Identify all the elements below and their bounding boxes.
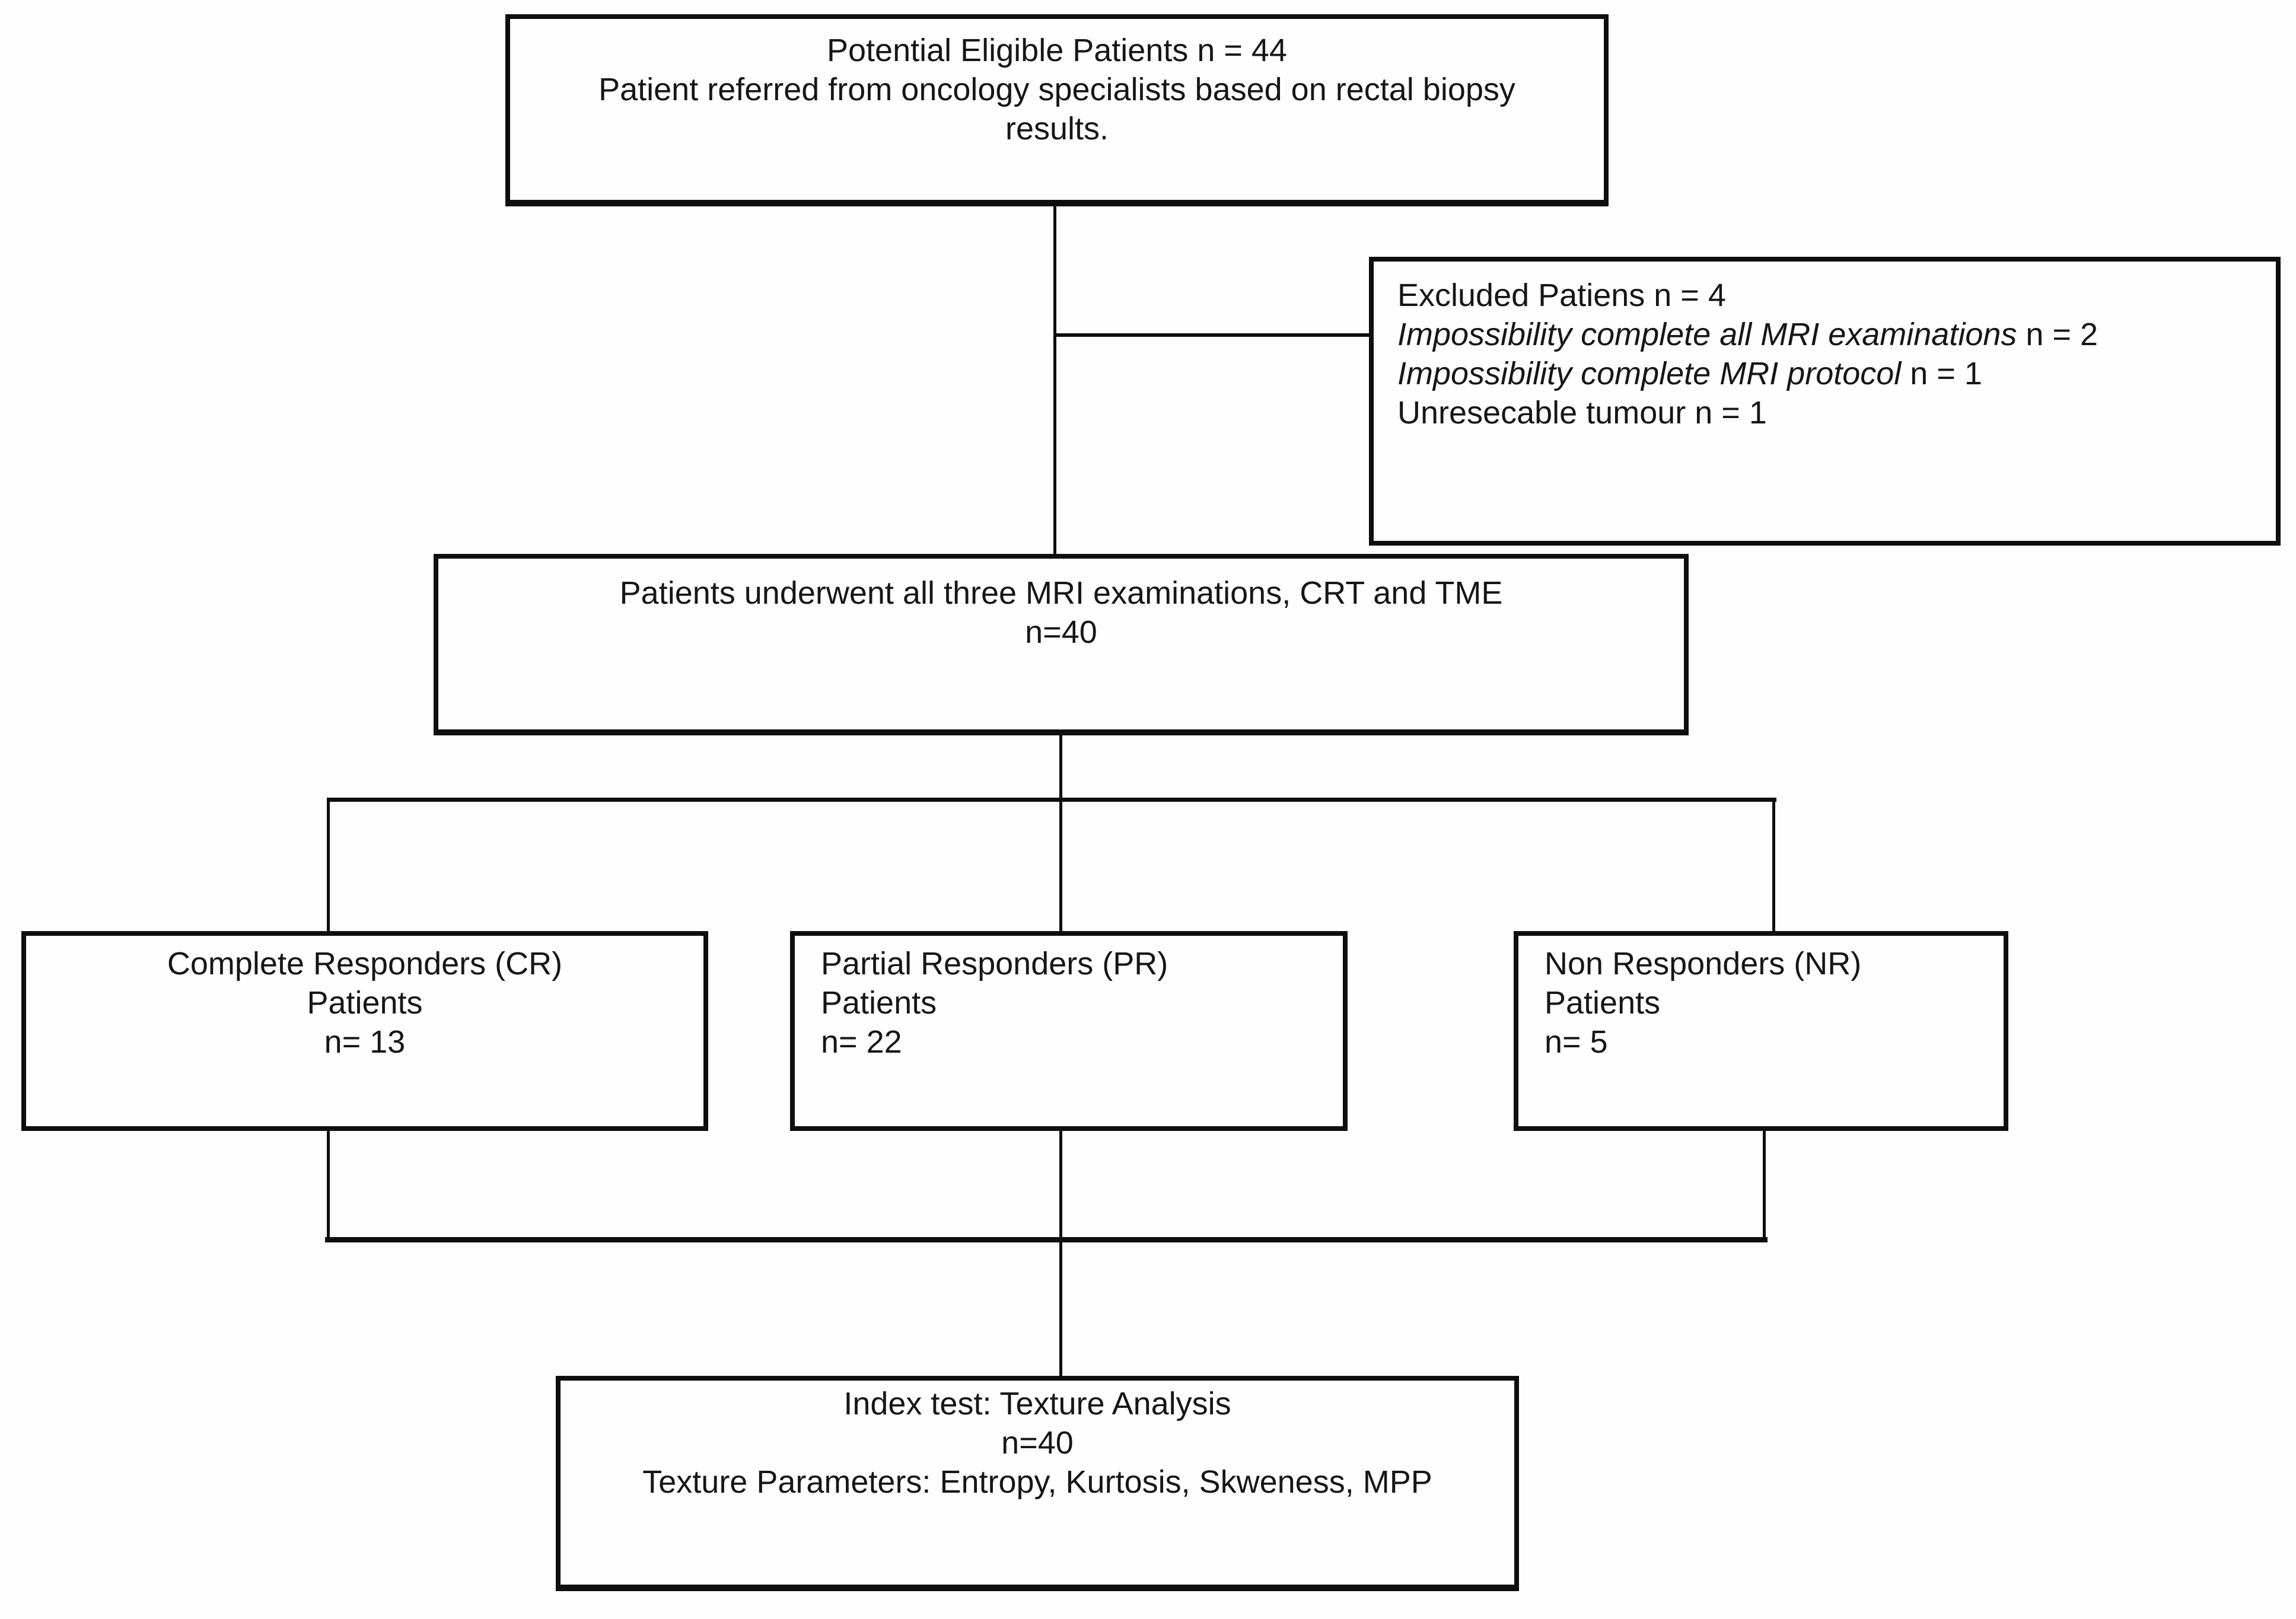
pr-line-1: Partial Responders (PR) xyxy=(821,946,1168,981)
pr-line-3: n= 22 xyxy=(821,1024,902,1060)
cr-line-2: Patients xyxy=(307,985,423,1021)
index-line-3: Texture Parameters: Entropy, Kurtosis, S… xyxy=(642,1464,1432,1500)
connector-pr-to-converge-vertical xyxy=(1059,1127,1062,1241)
connector-cr-to-converge-vertical xyxy=(327,1127,330,1241)
mri-line-1: Patients underwent all three MRI examina… xyxy=(619,575,1503,611)
nr-line-1: Non Responders (NR) xyxy=(1545,946,1862,981)
connector-nr-to-converge-vertical xyxy=(1763,1127,1766,1241)
mri-completed-box: Patients underwent all three MRI examina… xyxy=(434,554,1689,735)
excluded-line-1: Excluded Patiens n = 4 xyxy=(1397,278,1726,313)
nr-line-3: n= 5 xyxy=(1545,1024,1608,1060)
mri-line-2: n=40 xyxy=(1025,614,1097,650)
connector-to-excluded-horizontal xyxy=(1053,333,1369,337)
connector-mri-to-branch-vertical xyxy=(1059,734,1062,801)
cr-line-1: Complete Responders (CR) xyxy=(167,946,563,981)
eligible-line-2: Patient referred from oncology specialis… xyxy=(598,72,1515,107)
connector-branch-horizontal xyxy=(327,798,1776,802)
partial-responders-box: Partial Responders (PR) Patients n= 22 xyxy=(790,931,1348,1131)
connector-branch-to-nr-vertical xyxy=(1772,798,1775,933)
excluded-line-3-count: n = 1 xyxy=(1901,356,1982,391)
excluded-line-2: Impossibility complete all MRI examinati… xyxy=(1397,315,2258,354)
excluded-line-4: Unresecable tumour n = 1 xyxy=(1397,395,1767,431)
nr-line-2: Patients xyxy=(1545,985,1661,1021)
non-responders-box: Non Responders (NR) Patients n= 5 xyxy=(1514,931,2008,1131)
connector-branch-to-pr-vertical xyxy=(1059,798,1062,933)
eligible-line-3: results. xyxy=(1005,111,1109,146)
excluded-patients-box: Excluded Patiens n = 4 Impossibility com… xyxy=(1369,257,2281,546)
excluded-line-2-reason: Impossibility complete all MRI examinati… xyxy=(1397,317,2017,352)
connector-branch-to-cr-vertical xyxy=(327,798,330,933)
excluded-line-3: Impossibility complete MRI protocol n = … xyxy=(1397,354,2258,393)
index-test-box: Index test: Texture Analysis n=40 Textur… xyxy=(556,1376,1519,1591)
complete-responders-box: Complete Responders (CR) Patients n= 13 xyxy=(21,931,708,1131)
pr-line-2: Patients xyxy=(821,985,937,1021)
eligible-patients-box: Potential Eligible Patients n = 44 Patie… xyxy=(505,14,1609,206)
connector-eligible-to-mri-vertical xyxy=(1053,205,1056,555)
cr-line-3: n= 13 xyxy=(324,1024,406,1060)
index-line-2: n=40 xyxy=(1001,1425,1074,1461)
excluded-line-3-reason: Impossibility complete MRI protocol xyxy=(1397,356,1902,391)
eligible-line-1: Potential Eligible Patients n = 44 xyxy=(826,33,1287,68)
index-line-1: Index test: Texture Analysis xyxy=(843,1386,1231,1422)
excluded-line-2-count: n = 2 xyxy=(2017,317,2098,352)
connector-converge-horizontal xyxy=(325,1237,1768,1242)
connector-converge-to-index-vertical xyxy=(1059,1242,1062,1377)
